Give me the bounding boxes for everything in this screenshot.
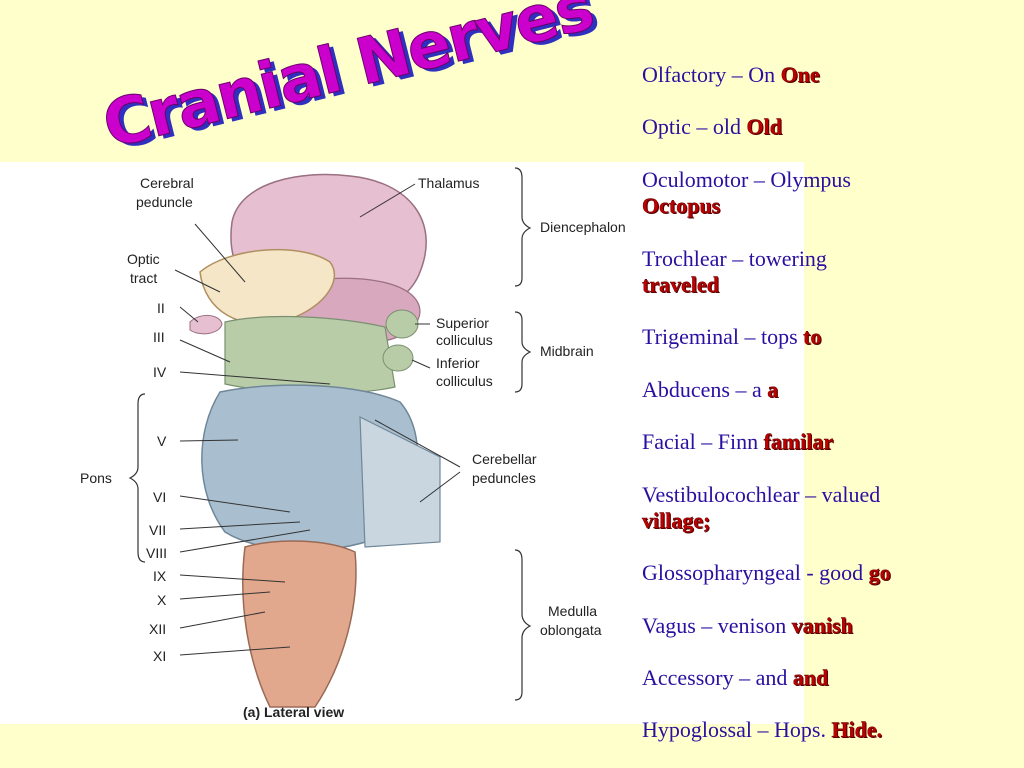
nerve-mnemonic: traveled	[642, 271, 719, 297]
nerve-mnemonic: go	[868, 560, 891, 586]
label-cerebral-2: peduncle	[136, 194, 193, 210]
nerve-line: Glossopharyngeal - good	[642, 560, 864, 586]
nerve-mnemonic: familar	[763, 429, 834, 455]
nerve-mnemonic-list: Olfactory – On One Optic – old Old Oculo…	[642, 62, 1024, 744]
numeral-iv: IV	[153, 364, 167, 380]
nerve-line: Facial – Finn	[642, 429, 759, 455]
nerve-line: Trigeminal – tops	[642, 324, 798, 350]
nerve-line: Accessory – and	[642, 665, 788, 691]
label-cerebellar-1: Cerebellar	[472, 451, 537, 467]
list-item: Glossopharyngeal - good go	[642, 560, 1024, 586]
nerve-mnemonic: Hide.	[831, 717, 883, 743]
label-diencephalon: Diencephalon	[540, 219, 626, 235]
label-thalamus: Thalamus	[418, 175, 479, 191]
numeral-xii: XII	[149, 621, 166, 637]
numeral-viii: VIII	[146, 545, 167, 561]
figure-caption: (a) Lateral view	[243, 704, 344, 720]
list-item: Trochlear – towering traveled	[642, 246, 1024, 299]
label-cerebellar-2: peduncles	[472, 470, 536, 486]
label-medulla-1: Medulla	[548, 603, 597, 619]
nerve-line: Optic – old	[642, 114, 741, 140]
list-item: Accessory – and and	[642, 665, 1024, 691]
nerve-line: Olfactory – On	[642, 62, 776, 87]
nerve-mnemonic: village;	[642, 507, 711, 533]
label-cerebral-1: Cerebral	[140, 175, 194, 191]
nerve-line: Vestibulocochlear – valued	[642, 481, 881, 507]
numeral-v: V	[157, 433, 167, 449]
numeral-ix: IX	[153, 568, 167, 584]
nerve-line: Hypoglossal – Hops.	[642, 717, 826, 743]
numeral-ii: II	[157, 300, 165, 316]
nerve-mnemonic: One	[780, 62, 820, 87]
nerve-line: Vagus – venison	[642, 612, 787, 638]
slide-title-art: Cranial Nerves Cranial Nerves	[95, 0, 604, 166]
numeral-vii: VII	[149, 522, 166, 538]
label-midbrain: Midbrain	[540, 343, 594, 359]
numeral-xi: XI	[153, 648, 166, 664]
label-superior-1: Superior	[436, 315, 489, 331]
midbrain-shape	[224, 315, 396, 394]
numeral-x: X	[157, 592, 167, 608]
label-medulla-2: oblongata	[540, 622, 602, 638]
superior-colliculus-shape	[385, 309, 419, 339]
list-item: Olfactory – On One	[642, 62, 1024, 88]
list-item: Vestibulocochlear – valued village;	[642, 482, 1024, 535]
list-item: Facial – Finn familar	[642, 429, 1024, 455]
optic-nerve-shape	[189, 315, 223, 335]
nerve-mnemonic: vanish	[791, 612, 854, 638]
brainstem-illustration: Cerebral peduncle Optic tract Thalamus D…	[80, 167, 626, 720]
nerve-mnemonic: a	[767, 376, 779, 402]
cerebellar-peduncles-shape	[359, 416, 441, 548]
nerve-line: Abducens – a	[642, 376, 762, 402]
label-optic-1: Optic	[127, 251, 160, 267]
inferior-colliculus-shape	[382, 344, 414, 372]
numeral-iii: III	[153, 329, 165, 345]
nerve-line: Oculomotor – Olympus	[642, 166, 851, 192]
list-item: Vagus – venison vanish	[642, 612, 1024, 639]
label-inferior-2: colliculus	[436, 373, 493, 389]
label-optic-2: tract	[130, 270, 157, 286]
nerve-line: Trochlear – towering	[642, 245, 827, 271]
nerve-mnemonic: Octopus	[642, 193, 721, 219]
label-pons: Pons	[80, 470, 112, 486]
label-inferior-1: Inferior	[436, 355, 480, 371]
title-text: Cranial Nerves	[96, 0, 599, 164]
nerve-mnemonic: to	[803, 324, 822, 350]
list-item: Hypoglossal – Hops. Hide.	[642, 717, 1024, 743]
nerve-mnemonic: Old	[746, 114, 782, 140]
brainstem-figure: Cerebral peduncle Optic tract Thalamus D…	[0, 162, 804, 724]
list-item: Trigeminal – tops to	[642, 324, 1024, 350]
medulla-shape	[242, 540, 357, 708]
label-superior-2: colliculus	[436, 332, 493, 348]
slide-title: Cranial Nerves Cranial Nerves	[92, 0, 604, 166]
list-item: Oculomotor – Olympus Octopus	[642, 167, 1024, 220]
numeral-vi: VI	[153, 489, 166, 505]
list-item: Abducens – a a	[642, 377, 1024, 403]
list-item: Optic – old Old	[642, 114, 1024, 140]
nerve-mnemonic: and	[792, 665, 829, 691]
